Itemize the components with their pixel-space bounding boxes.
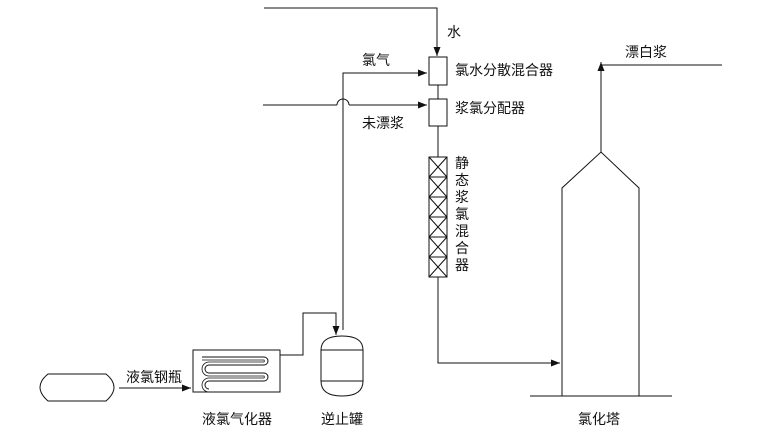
label-water: 水 [447,25,461,41]
label-chlorine-water-mixer: 氯水分散混合器 [455,63,553,79]
chlorination-tower [561,151,640,396]
label-slurry-chlorine-distributor: 浆氯分配器 [455,101,525,117]
liquid-chlorine-vaporizer [192,349,281,393]
water-line [264,7,441,56]
label-static-mixer: 静态浆氯混合器 [455,156,469,274]
slurry-chlorine-distributor [428,98,448,127]
label-unbleached-slurry: 未漂浆 [362,116,404,132]
vaporizer-to-tank-line [280,312,340,356]
label-chlorination-tower: 氯化塔 [578,412,620,428]
chlorine-gas-line [342,69,427,330]
liquid-chlorine-cylinder [39,373,115,402]
label-bleached-slurry: 漂白浆 [625,45,667,61]
chlorine-water-mixer [428,56,448,86]
slurry-to-tower-line [437,277,560,367]
label-chlorine-gas: 氯气 [362,53,390,69]
label-check-tank: 逆止罐 [321,412,363,428]
label-liquid-chlorine-cylinder: 液氯钢瓶 [126,370,182,386]
label-liquid-chlorine-vaporizer: 液氯气化器 [202,412,272,428]
check-tank [320,335,364,397]
static-mixer [428,156,448,278]
